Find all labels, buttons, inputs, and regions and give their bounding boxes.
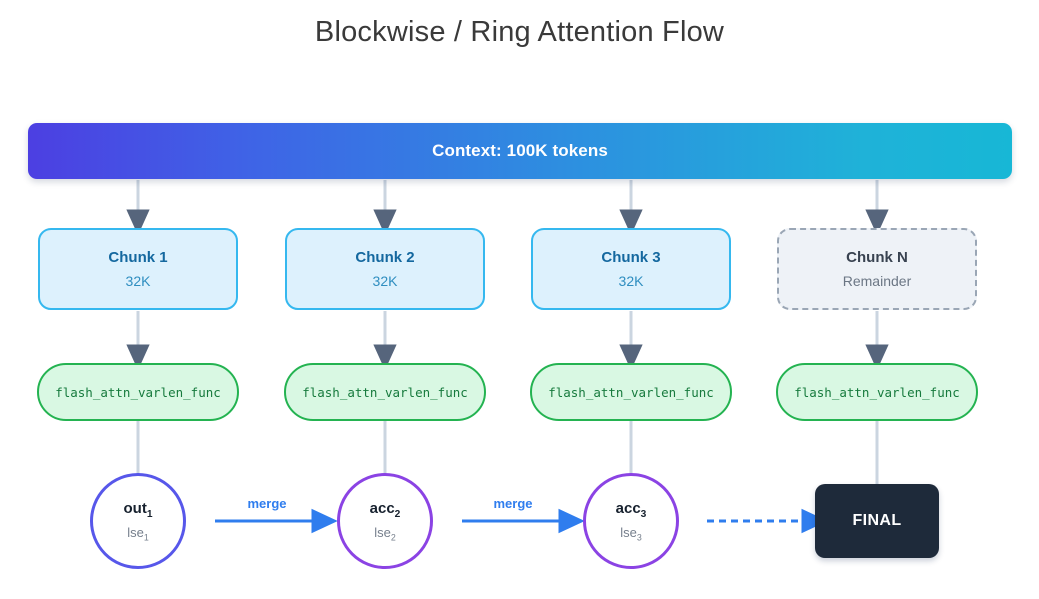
chunk-subtitle: 32K	[618, 273, 644, 289]
chunk-box-3[interactable]: Chunk 3 32K	[531, 228, 731, 310]
accumulator-circle-1[interactable]: out1 lse1	[90, 473, 186, 569]
page-title: Blockwise / Ring Attention Flow	[314, 16, 725, 48]
accumulator-title: acc3	[615, 499, 647, 520]
chunk-subtitle: 32K	[372, 273, 398, 289]
chunk-title: Chunk 3	[601, 249, 661, 266]
accumulator-lse: lse2	[374, 524, 396, 543]
accumulator-title: acc2	[369, 499, 401, 520]
kernel-label: flash_attn_varlen_func	[548, 384, 714, 400]
accumulator-lse: lse3	[620, 524, 642, 543]
chunk-title: Chunk 2	[355, 249, 415, 266]
chunk-subtitle: Remainder	[842, 273, 912, 289]
accumulator-lse: lse1	[127, 524, 149, 543]
kernel-label: flash_attn_varlen_func	[302, 384, 468, 400]
context-banner: Context: 100K tokens	[28, 123, 1012, 179]
chunk-title: Chunk 1	[108, 249, 168, 266]
merge-label-1: merge	[247, 496, 287, 511]
chunk-subtitle: 32K	[125, 273, 151, 289]
kernel-pill-2[interactable]: flash_attn_varlen_func	[284, 363, 486, 421]
merge-label-2: merge	[493, 496, 533, 511]
chunk-box-n[interactable]: Chunk N Remainder	[777, 228, 977, 310]
kernel-pill-3[interactable]: flash_attn_varlen_func	[530, 363, 732, 421]
chunk-box-1[interactable]: Chunk 1 32K	[38, 228, 238, 310]
final-label: FINAL	[852, 512, 902, 529]
accumulator-title: out1	[123, 499, 153, 520]
final-box[interactable]: FINAL	[815, 484, 939, 558]
context-banner-label: Context: 100K tokens	[432, 141, 608, 160]
accumulator-circle-2[interactable]: acc2 lse2	[337, 473, 433, 569]
kernel-pill-1[interactable]: flash_attn_varlen_func	[37, 363, 239, 421]
chunk-title: Chunk N	[846, 249, 908, 266]
accumulator-circle-3[interactable]: acc3 lse3	[583, 473, 679, 569]
chunk-box-2[interactable]: Chunk 2 32K	[285, 228, 485, 310]
kernel-pill-n[interactable]: flash_attn_varlen_func	[776, 363, 978, 421]
kernel-label: flash_attn_varlen_func	[794, 384, 960, 400]
kernel-label: flash_attn_varlen_func	[55, 384, 221, 400]
